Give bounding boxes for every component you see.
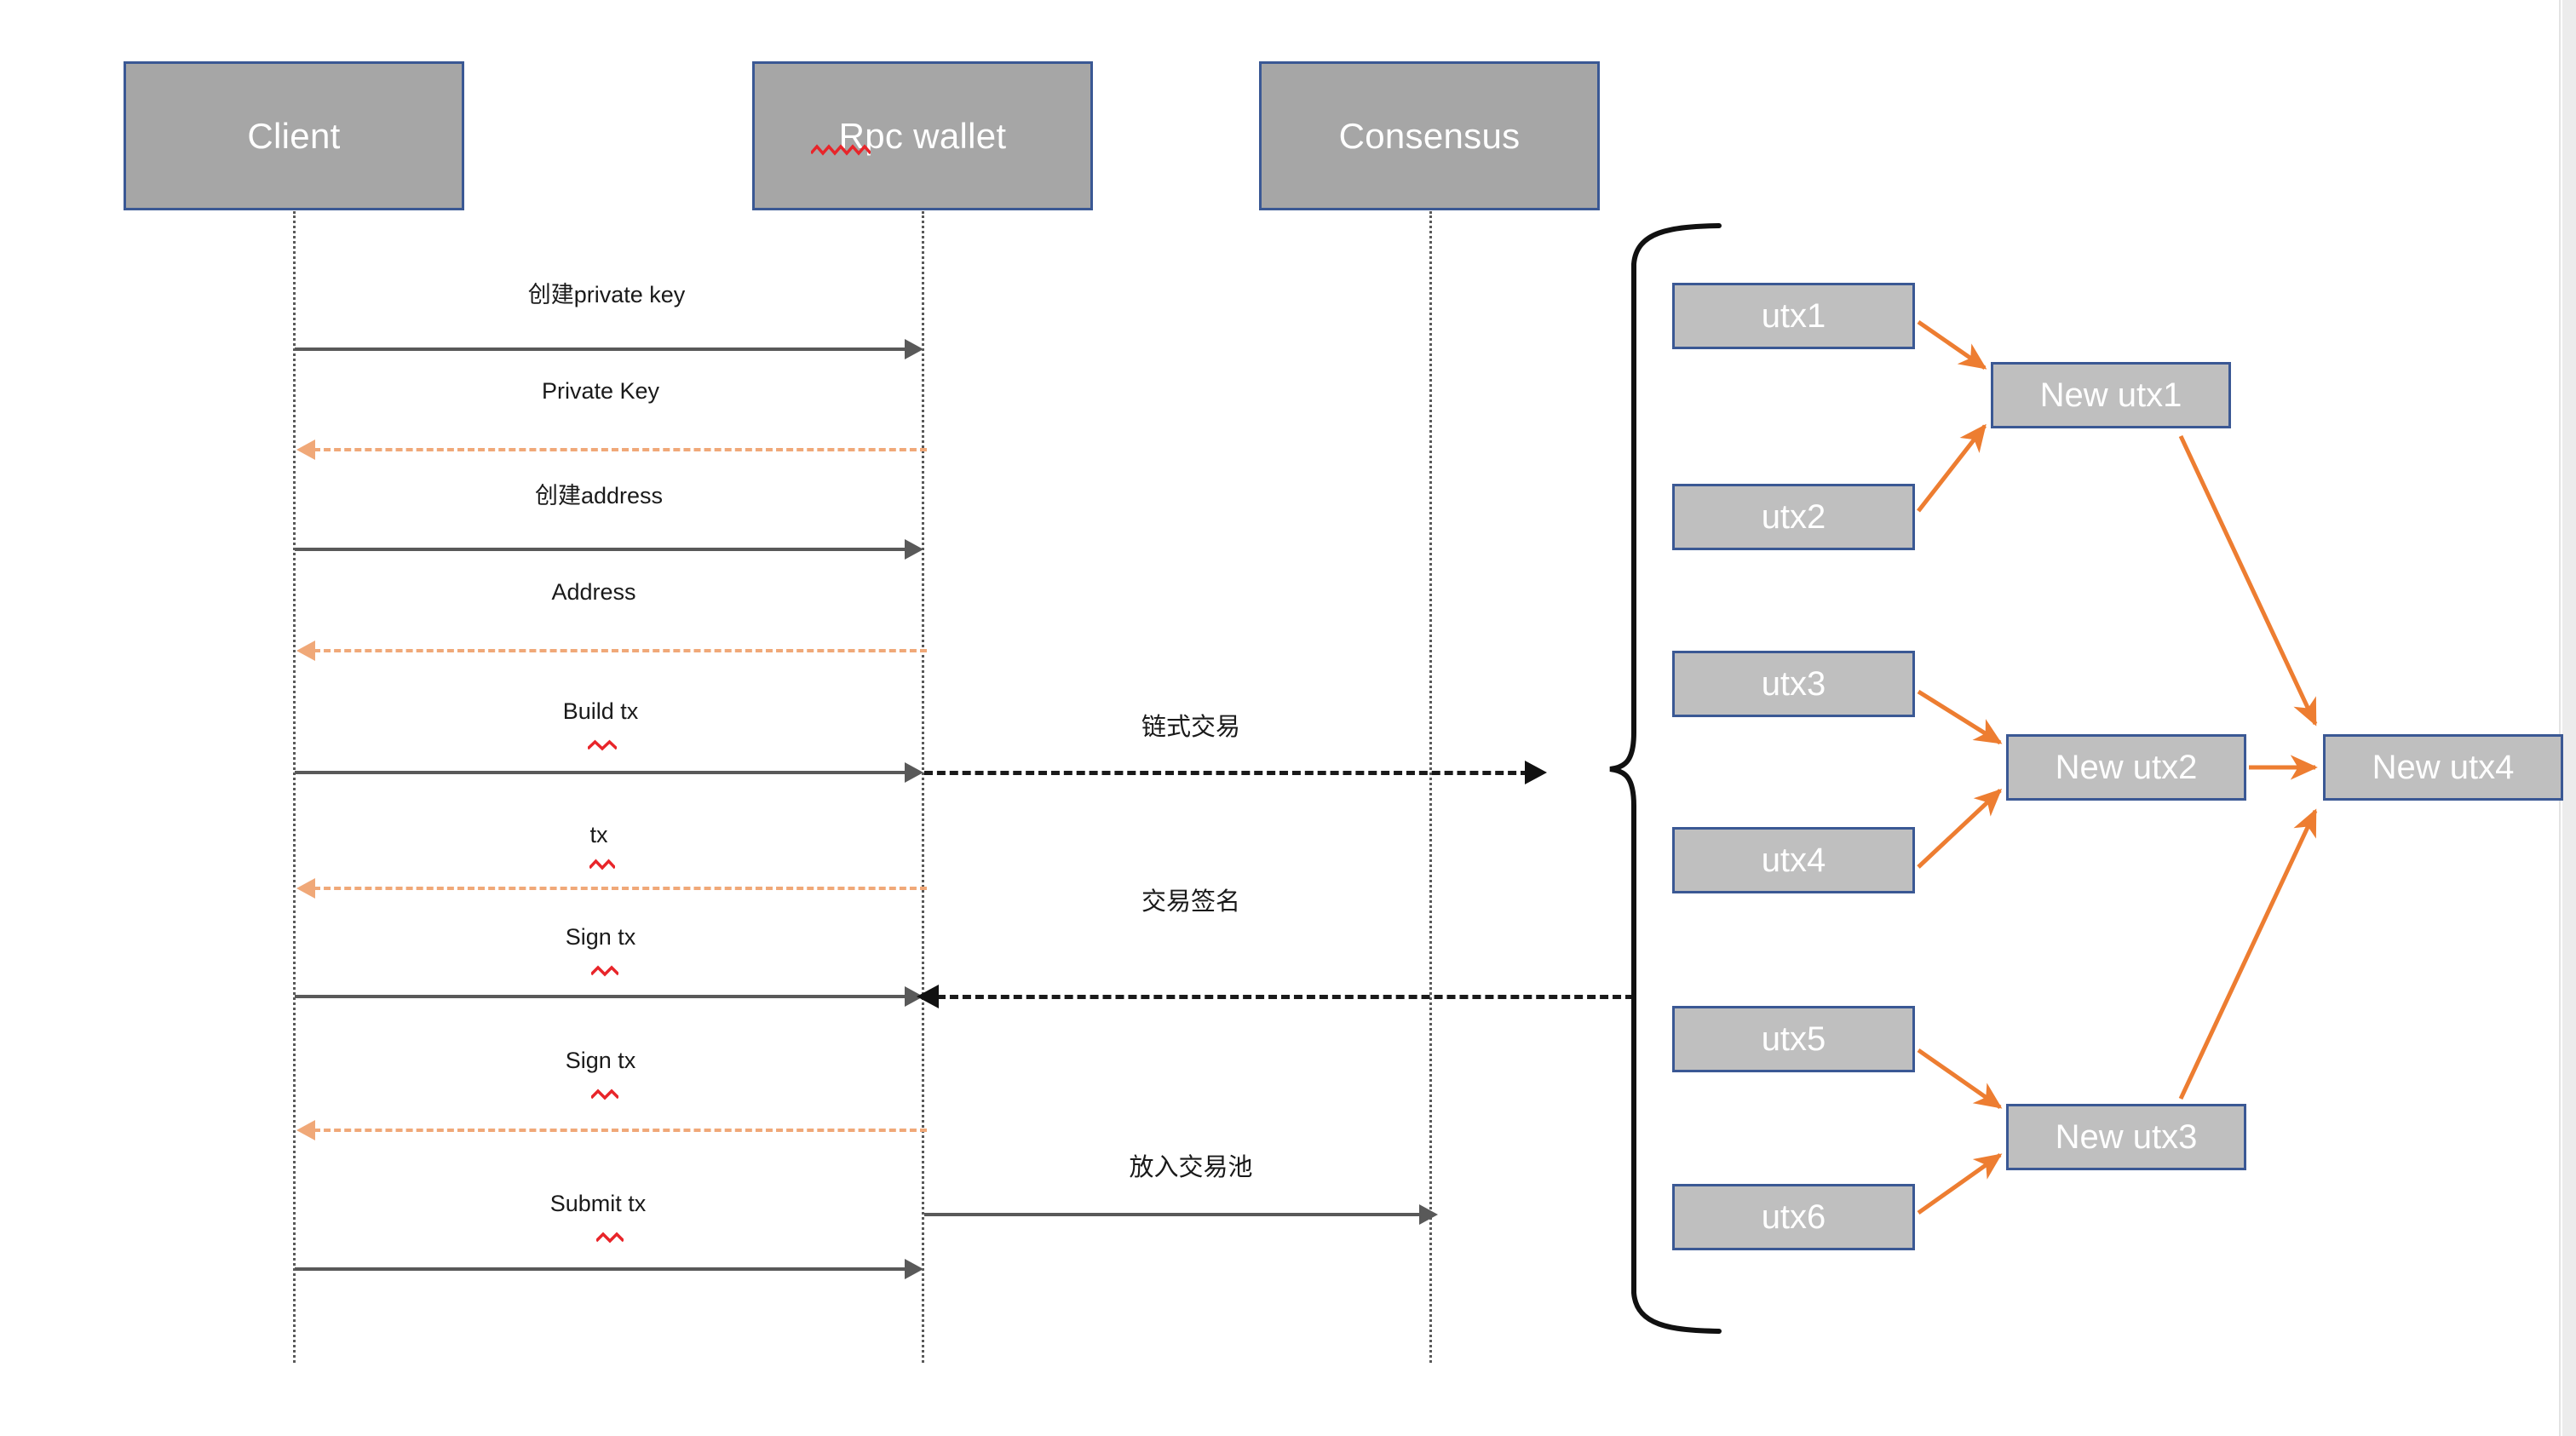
utxo-box-utx6[interactable]: utx6 xyxy=(1672,1184,1915,1250)
utxo-box-new-utx1[interactable]: New utx1 xyxy=(1991,362,2231,428)
message-label-r2: 交易签名 xyxy=(1141,888,1241,916)
message-label-r1: 链式交易 xyxy=(1141,714,1241,741)
message-label-m3: 创建address xyxy=(534,483,664,508)
message-label-m2: Private Key xyxy=(541,378,660,404)
actor-box-rpc-wallet[interactable]: Rpc wallet xyxy=(752,61,1093,210)
utxo-box-new-utx2[interactable]: New utx2 xyxy=(2006,734,2246,801)
message-arrow-m8 xyxy=(313,1129,927,1132)
lifeline-client xyxy=(293,211,296,1363)
message-label-m4: Address xyxy=(551,579,636,605)
message-arrow-m5 xyxy=(295,771,910,774)
utxo-box-utx5[interactable]: utx5 xyxy=(1672,1006,1915,1072)
utxo-box-utx4[interactable]: utx4 xyxy=(1672,827,1915,893)
message-label-r3: 放入交易池 xyxy=(1129,1154,1253,1181)
arrowhead-m2 xyxy=(296,439,315,460)
message-text-m8: Sign tx xyxy=(565,1048,636,1073)
utxo-box-utx1[interactable]: utx1 xyxy=(1672,283,1915,349)
message-label-m6: tx xyxy=(589,822,607,848)
message-arrow-r3 xyxy=(924,1213,1425,1216)
message-text-m5: Build tx xyxy=(562,698,639,724)
message-arrow-m3 xyxy=(295,548,910,551)
utxo-label-new-utx4: New utx4 xyxy=(2372,748,2515,786)
message-arrow-r1 xyxy=(924,771,1529,775)
message-arrow-m1 xyxy=(295,348,910,351)
utxo-box-utx3[interactable]: utx3 xyxy=(1672,651,1915,717)
arrowhead-m6 xyxy=(296,878,315,899)
message-text-m9: Submit tx xyxy=(549,1191,647,1216)
message-arrow-r2 xyxy=(937,995,1634,999)
utxo-label-utx1: utx1 xyxy=(1761,296,1826,335)
message-label-m1: 创建private key xyxy=(527,282,686,307)
arrowhead-m4 xyxy=(296,640,315,661)
utxo-label-utx2: utx2 xyxy=(1761,497,1826,536)
utxo-label-utx3: utx3 xyxy=(1761,664,1826,703)
actor-label-consensus: Consensus xyxy=(1338,115,1521,156)
utxo-label-utx4: utx4 xyxy=(1761,841,1826,879)
utxo-box-new-utx3[interactable]: New utx3 xyxy=(2006,1104,2246,1170)
arrowhead-m1 xyxy=(905,339,923,359)
message-label-m5: Build tx xyxy=(563,698,639,725)
utxo-label-new-utx2: New utx2 xyxy=(2055,748,2198,786)
arrowhead-r3 xyxy=(1419,1204,1438,1225)
message-text-m6: tx xyxy=(589,822,608,847)
message-label-m8: Sign tx xyxy=(566,1048,636,1074)
utxo-label-utx5: utx5 xyxy=(1761,1020,1826,1058)
arrowhead-r2 xyxy=(917,985,939,1008)
arrowhead-m8 xyxy=(296,1120,315,1140)
utxo-label-utx6: utx6 xyxy=(1761,1198,1826,1236)
utxo-box-new-utx4[interactable]: New utx4 xyxy=(2323,734,2563,801)
arrowhead-m5 xyxy=(905,762,923,783)
message-arrow-m2 xyxy=(313,448,927,451)
actor-label-rpc-wallet: Rpc wallet xyxy=(838,115,1007,156)
actor-box-consensus[interactable]: Consensus xyxy=(1259,61,1600,210)
page-gutter xyxy=(2562,0,2576,1436)
arrowhead-r1 xyxy=(1525,761,1547,784)
message-label-m9: Submit tx xyxy=(550,1191,647,1217)
message-text-m7: Sign tx xyxy=(565,924,636,950)
utxo-box-utx2[interactable]: utx2 xyxy=(1672,484,1915,550)
message-label-m7: Sign tx xyxy=(566,924,636,951)
utxo-label-new-utx1: New utx1 xyxy=(2039,376,2182,414)
message-arrow-m7 xyxy=(295,995,910,998)
lifeline-consensus xyxy=(1429,211,1432,1363)
arrowhead-m3 xyxy=(905,539,923,560)
message-arrow-m9 xyxy=(295,1267,910,1271)
arrowhead-m9 xyxy=(905,1259,923,1279)
actor-label-client: Client xyxy=(247,115,341,156)
actor-box-client[interactable]: Client xyxy=(124,61,464,210)
message-arrow-m4 xyxy=(313,649,927,652)
utxo-label-new-utx3: New utx3 xyxy=(2055,1117,2198,1156)
message-arrow-m6 xyxy=(313,887,927,890)
lifeline-rpc-wallet xyxy=(922,211,924,1363)
